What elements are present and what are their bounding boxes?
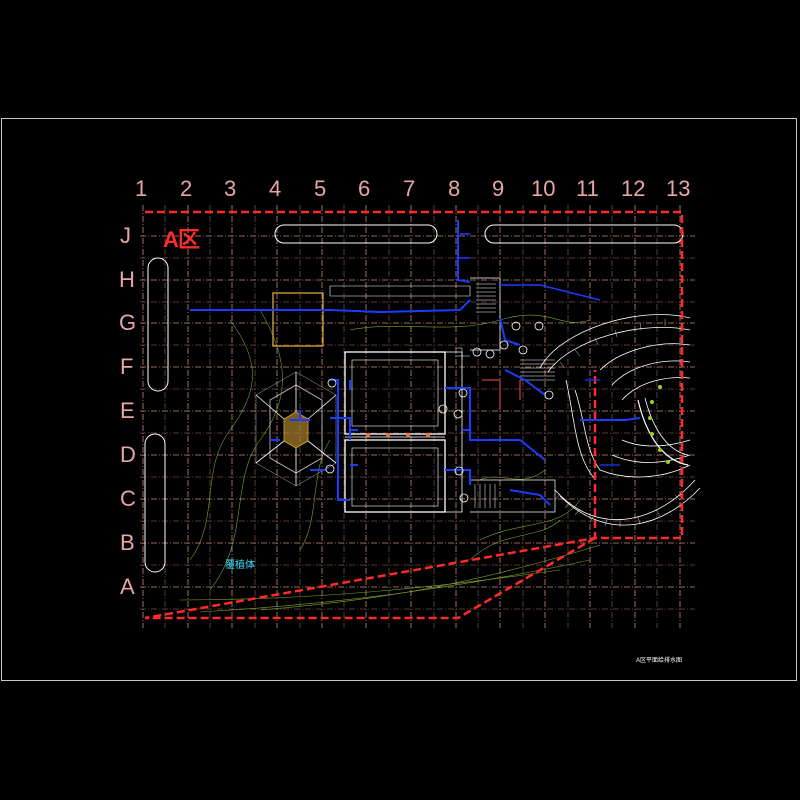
column-label-5: 5 <box>314 176 327 201</box>
column-label-3: 3 <box>224 176 237 201</box>
row-label-c: C <box>120 486 136 511</box>
column-label-10: 10 <box>531 176 556 201</box>
column-label-6: 6 <box>358 176 371 201</box>
terrain-contours <box>179 309 601 613</box>
column-label-8: 8 <box>448 176 461 201</box>
axis-grid <box>140 205 695 628</box>
column-label-4: 4 <box>269 176 282 201</box>
column-label-2: 2 <box>180 176 193 201</box>
row-label-a: A <box>120 574 135 599</box>
row-label-b: B <box>120 530 135 555</box>
zone-boundary <box>144 210 684 620</box>
rounded-paths <box>144 224 684 573</box>
equipment-box <box>272 292 324 347</box>
amphitheatre <box>539 314 701 526</box>
row-label-h: H <box>119 267 135 292</box>
row-label-f: F <box>120 354 134 379</box>
valve-markers <box>366 433 430 437</box>
planted-area-note: 覆植体 <box>225 560 255 571</box>
row-label-e: E <box>120 398 135 423</box>
seat-markers <box>648 385 670 464</box>
drawing-title: A区平面给排水图 <box>636 658 683 664</box>
stairs <box>474 283 555 508</box>
column-label-7: 7 <box>403 176 416 201</box>
row-label-g: G <box>119 310 137 335</box>
column-label-9: 9 <box>492 176 505 201</box>
building-walls <box>329 277 556 513</box>
water-pipes <box>190 220 641 506</box>
drawing-frame <box>1 118 797 681</box>
zone-title: A区 <box>163 227 200 252</box>
row-label-d: D <box>120 442 136 467</box>
pipe-fittings <box>325 321 554 503</box>
column-label-11: 11 <box>576 176 599 201</box>
detail-lines <box>482 379 521 410</box>
amphitheatre-pavers <box>554 319 681 527</box>
column-label-13: 13 <box>666 176 691 201</box>
column-label-12: 12 <box>621 176 646 201</box>
column-label-1: 1 <box>135 176 148 201</box>
row-label-j: J <box>120 223 131 248</box>
